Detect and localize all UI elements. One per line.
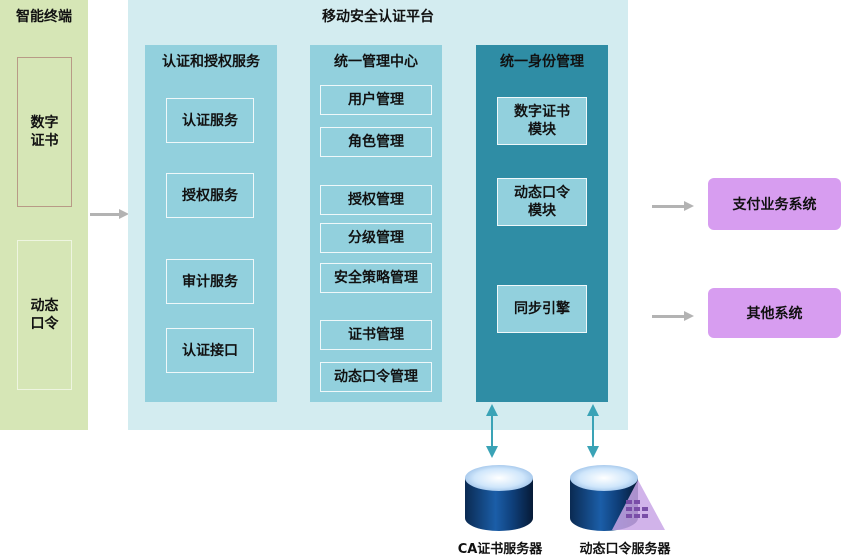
management-item: 授权管理 [320,185,432,215]
terminal-panel: 智能终端 数字 证书 动态 口令 [0,0,88,430]
dynamic-password-server-icon [570,465,665,531]
terminal-item-digital-certificate: 数字 证书 [17,57,72,207]
terminal-item-dynamic-password: 动态 口令 [17,240,72,390]
management-center-column: 统一管理中心 用户管理 角色管理 授权管理 分级管理 安全策略管理 证书管理 动… [310,45,442,402]
dynamic-password-server-label: 动态口令服务器 [579,542,671,557]
identity-item-password-module: 动态口令 模块 [497,178,587,226]
auth-service-title: 认证和授权服务 [162,54,260,70]
identity-management-title: 统一身份管理 [500,54,584,70]
auth-service-item: 认证服务 [166,98,254,143]
to-other-system-arrow [652,311,694,321]
management-item: 动态口令管理 [320,362,432,392]
auth-service-item: 授权服务 [166,173,254,218]
auth-service-item: 审计服务 [166,259,254,304]
management-center-title: 统一管理中心 [334,54,418,70]
auth-service-column: 认证和授权服务 认证服务 授权服务 审计服务 认证接口 [145,45,277,402]
to-payment-system-arrow [652,201,694,211]
other-system-box: 其他系统 [708,288,841,338]
auth-service-item: 认证接口 [166,328,254,373]
ca-server-label: CA证书服务器 [457,542,543,557]
platform-title: 移动安全认证平台 [322,9,434,25]
ca-server-bidirectional-arrow [486,404,498,458]
payment-system-box: 支付业务系统 [708,178,841,230]
identity-item-sync-engine: 同步引擎 [497,285,587,333]
identity-management-column: 统一身份管理 数字证书 模块 动态口令 模块 同步引擎 [476,45,608,402]
terminal-title: 智能终端 [16,9,72,25]
management-item: 角色管理 [320,127,432,157]
management-item: 证书管理 [320,320,432,350]
dynamic-password-server-bidirectional-arrow [587,404,599,458]
identity-item-certificate-module: 数字证书 模块 [497,97,587,145]
management-item: 用户管理 [320,85,432,115]
management-item: 安全策略管理 [320,263,432,293]
management-item: 分级管理 [320,223,432,253]
ca-server-icon [465,465,533,531]
terminal-to-platform-arrow [90,209,129,219]
